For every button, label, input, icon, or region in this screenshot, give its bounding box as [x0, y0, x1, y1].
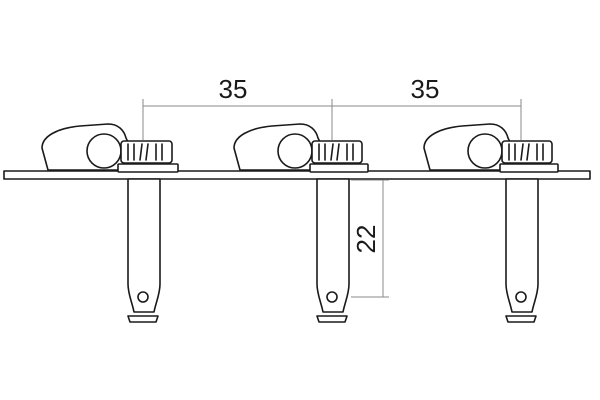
spacing-label-left: 35: [219, 74, 248, 104]
gear-teeth: [508, 143, 544, 161]
post-hole: [137, 291, 149, 303]
gear-teeth: [318, 143, 354, 161]
tuner-3: [423, 123, 559, 323]
tuner-2: [233, 123, 369, 323]
gear-teeth: [127, 143, 163, 161]
tuner-1: [41, 123, 179, 323]
post-collar: [499, 163, 559, 173]
post-length-dimension: 22: [351, 179, 389, 298]
post-cap: [127, 315, 159, 323]
post-hole: [515, 291, 527, 303]
tuner-knob: [467, 133, 503, 169]
tuner-post: [127, 178, 161, 313]
mounting-plate: [3, 170, 591, 180]
post-cap: [505, 315, 537, 323]
post-hole: [326, 291, 338, 303]
spacing-dimension: 35 35: [142, 74, 522, 140]
post-cap: [316, 315, 348, 323]
post-collar: [117, 163, 179, 173]
post-length-label: 22: [351, 225, 381, 254]
tuner-knob: [277, 133, 313, 169]
tuner-knob: [86, 133, 122, 169]
tuner-post: [316, 178, 350, 313]
spacing-label-right: 35: [411, 74, 440, 104]
tuner-post: [505, 178, 539, 313]
post-collar: [309, 163, 369, 173]
